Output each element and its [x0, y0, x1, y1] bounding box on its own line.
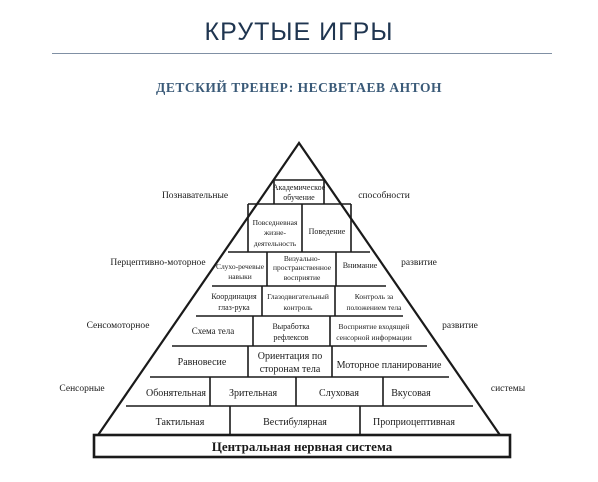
cell-label: Внимание [343, 261, 378, 270]
cell-label: навыки [228, 272, 252, 281]
cell-label: Координация [211, 292, 257, 301]
cell-label: сторонам тела [260, 364, 321, 375]
cell-label: Выработка [272, 322, 309, 331]
cell-label: Повседневная [253, 218, 298, 227]
cell-label: Глазодвигательный [267, 292, 329, 301]
cell-label: Тактильная [156, 417, 205, 428]
side-label-left: Сенсомоторное [87, 321, 150, 331]
cell-label: Моторное планирование [337, 360, 442, 371]
side-label-left: Сенсорные [59, 384, 104, 394]
cell-label: Визуально- [284, 254, 321, 263]
cell-label: сенсорной информации [336, 333, 412, 342]
pyramid-cell-dividers [209, 180, 384, 435]
page-title: КРУТЫЕ ИГРЫ [204, 18, 394, 46]
side-label-right: развитие [401, 258, 437, 268]
cell-label: Восприятие входящей [339, 322, 410, 331]
cell-label: Обонятельная [146, 388, 206, 399]
pyramid-base-label: Центральная нервная система [212, 439, 393, 454]
cell-label: пространственное [273, 263, 332, 272]
cell-label: рефлексов [273, 333, 308, 342]
side-label-left: Познавательные [162, 191, 228, 201]
cell-label: Зрительная [229, 388, 278, 399]
cell-label: жизне- [263, 228, 287, 237]
side-label-left: Перцептивно-моторное [110, 258, 205, 268]
cell-label: Контроль за [355, 292, 394, 301]
cell-label: Вестибулярная [263, 417, 327, 428]
cell-label: Поведение [309, 227, 346, 236]
cell-label: деятельность [254, 239, 297, 248]
cell-label: Схема тела [192, 326, 235, 336]
cell-label: глаз-рука [218, 303, 250, 312]
cell-label: положением тела [346, 303, 402, 312]
cell-label: Равновесие [178, 357, 227, 368]
side-label-right: системы [491, 384, 526, 394]
cell-label: восприятие [284, 273, 321, 282]
side-label-right: способности [358, 190, 410, 201]
cell-label: Проприоцептивная [373, 417, 455, 428]
page-subtitle: ДЕТСКИЙ ТРЕНЕР: НЕСВЕТАЕВ АНТОН [156, 80, 442, 95]
title-divider [52, 53, 552, 54]
cell-label: Ориентация по [258, 351, 322, 362]
top-cell-label: обучение [283, 193, 315, 202]
cell-label: Слухо-речевые [216, 262, 265, 271]
cell-label: Вкусовая [391, 388, 431, 399]
pyramid-base-band [92, 433, 512, 459]
top-cell-label: Академическое [273, 183, 326, 192]
cell-label: контроль [284, 303, 314, 312]
pyramid-row-lines [126, 179, 473, 407]
side-label-right: развитие [442, 321, 478, 331]
cell-label: Слуховая [319, 388, 359, 399]
